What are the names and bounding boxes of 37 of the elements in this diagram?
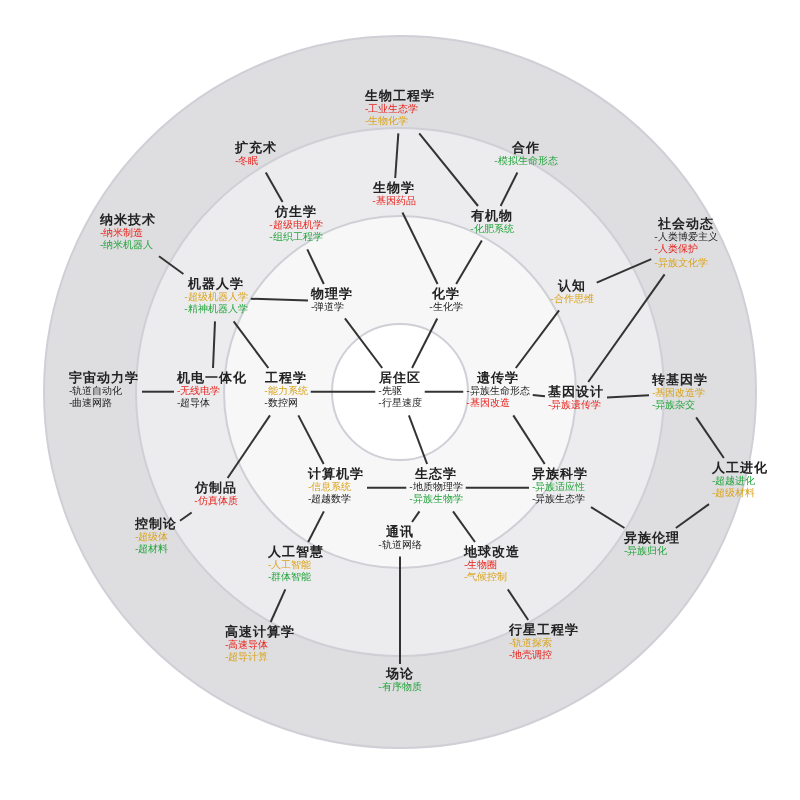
connector-line <box>514 309 561 369</box>
connector-line <box>695 416 725 459</box>
connector-line <box>411 510 421 523</box>
connector-line <box>399 555 401 665</box>
connector-line <box>401 211 439 285</box>
connector-line <box>394 132 400 179</box>
connector-line <box>674 503 710 529</box>
connector-line <box>232 320 270 369</box>
connector-line <box>306 248 325 285</box>
connector-line <box>141 390 175 393</box>
connector-line <box>455 239 483 285</box>
connector-line <box>531 394 546 398</box>
connector-line <box>307 510 325 543</box>
connector-line <box>264 171 284 203</box>
connector-line <box>158 255 185 275</box>
connector-line <box>407 414 429 465</box>
connector-line <box>269 588 287 623</box>
connector-line <box>506 588 530 621</box>
connector-line <box>226 414 271 479</box>
connector-line <box>499 171 519 207</box>
connector-line <box>512 414 546 465</box>
connector-line <box>595 258 653 284</box>
connector-line <box>212 320 216 369</box>
connector-line <box>249 297 309 302</box>
connector-line <box>343 317 384 369</box>
connector-line <box>418 132 480 207</box>
connector-line <box>179 511 193 522</box>
connector-line <box>309 390 377 393</box>
connector-line <box>411 317 439 369</box>
connector-line <box>452 510 476 543</box>
connector-line <box>590 506 626 529</box>
connector-line <box>464 486 530 489</box>
connector-line <box>366 486 408 489</box>
connector-line <box>423 390 465 393</box>
connector-line <box>606 394 650 399</box>
connector-line <box>297 414 325 465</box>
connector-line <box>587 273 666 383</box>
